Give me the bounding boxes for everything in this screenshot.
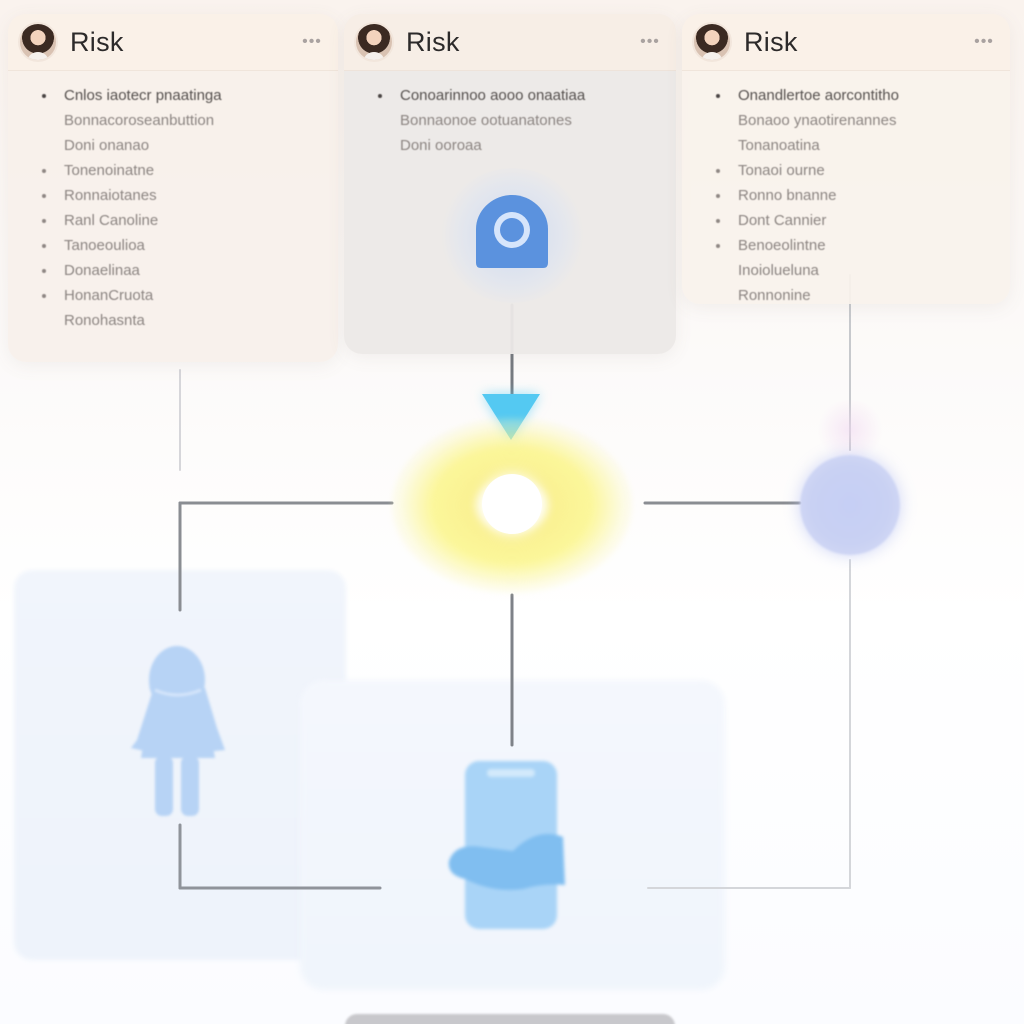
card-body: Conoarinnoo aooo onaatiaa Bonnaonoe ootu…: [344, 71, 676, 158]
list-item: Tonaoi ourne: [714, 158, 988, 183]
bottom-scrollbar[interactable]: [345, 1014, 675, 1024]
card-header: Risk •••: [682, 14, 1010, 71]
card-header: Risk •••: [8, 14, 338, 71]
list-item: Ranl Canoline: [40, 208, 316, 233]
list-item: Doni onanao: [64, 137, 150, 154]
card-header: Risk •••: [344, 14, 676, 71]
avatar: [18, 22, 58, 62]
avatar: [692, 22, 732, 62]
list-item: Cnlos iaotecr pnaatinga: [40, 83, 316, 108]
list-item: Tonanoatina: [738, 137, 820, 154]
card-title: Risk: [406, 26, 460, 57]
more-options-icon[interactable]: •••: [640, 33, 660, 50]
camera-icon[interactable]: [474, 193, 550, 269]
list-item: Benoeolintne: [714, 233, 988, 258]
more-options-icon[interactable]: •••: [302, 33, 322, 50]
list-item: Dont Cannier: [714, 208, 988, 233]
list-item: Conoarinnoo aooo onaatiaa: [376, 83, 654, 108]
list-item: Ronohasnta: [64, 312, 145, 329]
more-options-icon[interactable]: •••: [974, 33, 994, 50]
right-node-halo: [815, 400, 885, 460]
list-item: Ronnonine: [738, 287, 811, 304]
list-item: Bonnacoroseanbuttion: [64, 112, 215, 129]
card-list: Cnlos iaotecr pnaatinga Bonnacoroseanbut…: [40, 83, 316, 333]
list-item: Tanoeoulioa: [40, 233, 316, 258]
person-icon[interactable]: [125, 640, 230, 820]
list-item: Ronnaiotanes: [40, 183, 316, 208]
list-item: HonanCruota: [40, 283, 316, 308]
list-item: Bonaoo ynaotirenannes: [738, 112, 897, 129]
list-item: Tonenoinatne: [40, 158, 316, 183]
arrow-down-icon: [482, 394, 540, 440]
list-item: Ronno bnanne: [714, 183, 988, 208]
risk-card-1: Risk ••• Cnlos iaotecr pnaatinga Bonnaco…: [8, 14, 338, 362]
list-item: Bonnaonoe ootuanatones: [400, 112, 572, 129]
risk-card-3: Risk ••• Onandlertoe aorcontitho Bonaoo …: [682, 14, 1010, 304]
card-list: Onandlertoe aorcontitho Bonaoo ynaotiren…: [714, 83, 988, 304]
lower-left-panel: [14, 570, 346, 960]
right-node[interactable]: [800, 455, 900, 555]
list-item: Inoiolueluna: [738, 262, 819, 279]
card-body: Onandlertoe aorcontitho Bonaoo ynaotiren…: [682, 71, 1010, 304]
card-title: Risk: [70, 26, 124, 57]
list-item: Onandlertoe aorcontitho: [714, 83, 988, 108]
avatar: [354, 22, 394, 62]
list-item: Doni ooroaa: [400, 137, 482, 154]
card-title: Risk: [744, 26, 798, 57]
phone-icon[interactable]: [445, 755, 570, 935]
hub-node[interactable]: [482, 474, 542, 534]
card-body: Cnlos iaotecr pnaatinga Bonnacoroseanbut…: [8, 71, 338, 333]
card-list: Conoarinnoo aooo onaatiaa Bonnaonoe ootu…: [376, 83, 654, 158]
list-item: Donaelinaa: [40, 258, 316, 283]
